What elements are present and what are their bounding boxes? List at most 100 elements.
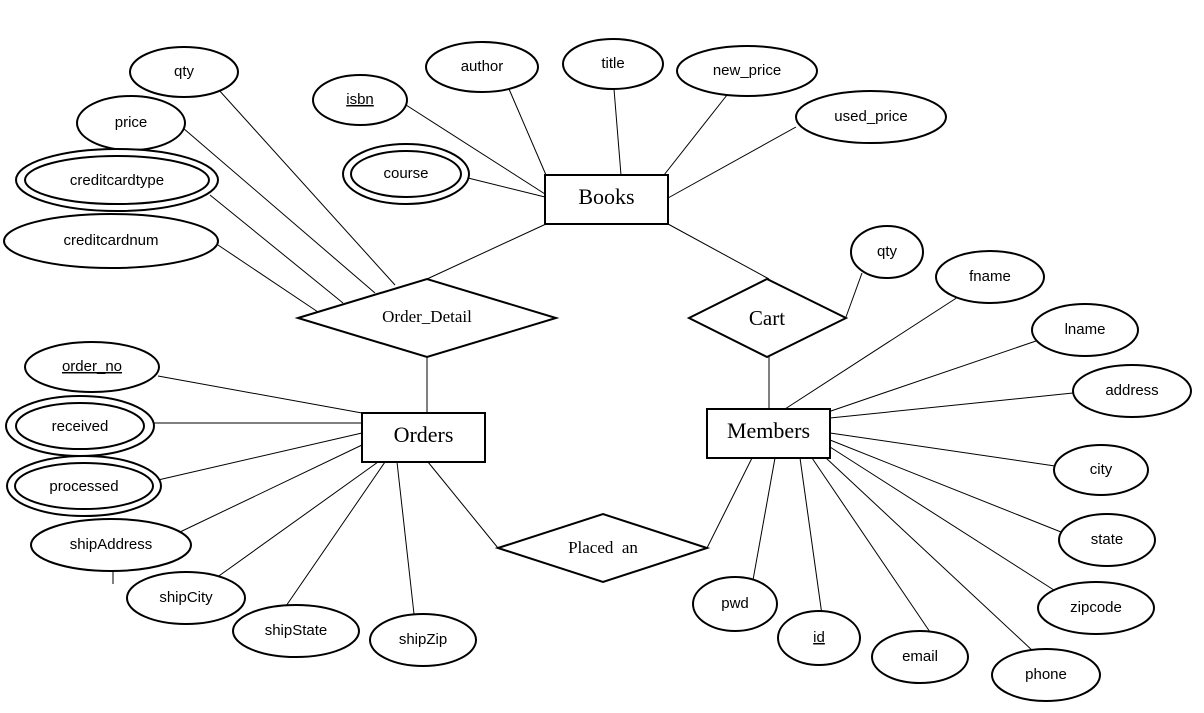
attribute-label: isbn: [346, 91, 374, 108]
attribute-label: phone: [1025, 666, 1067, 683]
attr-books-title: title: [562, 38, 664, 90]
attribute-oval: [312, 74, 408, 126]
attribute-label: id: [813, 629, 825, 646]
attr-members-state: state: [1058, 513, 1156, 567]
attribute-label: creditcardnum: [63, 232, 158, 249]
attribute-oval: [232, 604, 360, 658]
attribute-oval: [850, 225, 924, 279]
attribute-label: city: [1090, 461, 1113, 478]
line-orders-processed: [157, 432, 363, 481]
line-cart-qty: [845, 272, 863, 318]
line-od-price: [182, 127, 376, 294]
line-members-id: [799, 457, 823, 616]
attr-orders-ship-state: shipState: [232, 604, 360, 658]
attribute-oval: [3, 213, 219, 269]
line-members-city: [829, 432, 1056, 467]
attribute-label: shipState: [265, 622, 328, 639]
attribute-oval: [1058, 513, 1156, 567]
line-od-qty: [217, 88, 396, 286]
relationship-order-detail: Order_Detail: [294, 277, 560, 359]
attr-members-id: id: [777, 610, 861, 666]
attr-books-used-price: used_price: [795, 90, 947, 144]
relationship-placed-an: Placed an: [494, 512, 711, 584]
line-placed-an-members: [706, 457, 753, 549]
attribute-oval: [1053, 444, 1149, 496]
relationship-label: Order_Detail: [382, 307, 472, 326]
line-members-state: [829, 439, 1062, 533]
attr-books-author: author: [425, 41, 539, 93]
line-members-fname: [784, 296, 959, 410]
line-orders-ship-city: [215, 461, 379, 579]
line-books-order-detail: [426, 223, 547, 280]
attribute-label: shipAddress: [70, 536, 153, 553]
relationship-diamond: [294, 277, 560, 359]
attribute-oval: [935, 250, 1045, 304]
entity-label: Orders: [394, 422, 454, 447]
line-orders-order-no: [157, 375, 363, 414]
line-members-email: [811, 457, 931, 633]
attribute-oval: [24, 341, 160, 393]
line-members-zipcode: [829, 446, 1058, 593]
attr-orders-ship-zip: shipZip: [369, 613, 477, 667]
attribute-label: price: [115, 114, 148, 131]
relationship-diamond: [494, 512, 711, 584]
attribute-oval: [126, 571, 246, 625]
line-books-new-price: [663, 94, 728, 176]
line-od-creditcardnum: [217, 244, 319, 313]
relationship-cart: Cart: [686, 277, 849, 359]
attribute-label: received: [52, 418, 109, 435]
attr-cart-qty: qty: [850, 225, 924, 279]
entity-box: [361, 412, 486, 463]
attribute-oval-inner: [14, 462, 154, 510]
line-od-creditcardtype: [209, 194, 344, 304]
attribute-oval: [871, 630, 969, 684]
line-members-lname: [827, 340, 1037, 413]
attribute-oval: [991, 648, 1101, 702]
attribute-label: shipCity: [159, 589, 213, 606]
entity-box: [706, 408, 831, 459]
attribute-label: address: [1105, 382, 1158, 399]
attribute-label: processed: [49, 478, 118, 495]
attribute-label: creditcardtype: [70, 172, 164, 189]
entity-box: [544, 174, 669, 225]
relationship-label: Placed an: [568, 538, 638, 557]
line-orders-ship-state: [285, 461, 386, 607]
attribute-label: qty: [877, 243, 898, 260]
attr-orders-received: received: [5, 395, 155, 457]
attribute-oval: [1072, 364, 1192, 418]
attribute-oval: [795, 90, 947, 144]
entity-label: Books: [578, 184, 634, 209]
line-books-used-price: [667, 126, 797, 199]
attribute-label: pwd: [721, 595, 749, 612]
attribute-oval: [425, 41, 539, 93]
attr-books-isbn: isbn: [312, 74, 408, 126]
attribute-oval: [676, 45, 818, 97]
line-members-pwd: [752, 457, 776, 581]
attr-members-city: city: [1053, 444, 1149, 496]
entity-members: Members: [706, 408, 831, 459]
attr-orders-ship-address: shipAddress: [30, 518, 192, 572]
attribute-oval-inner: [350, 150, 462, 198]
attribute-oval: [1031, 303, 1139, 357]
attr-members-email: email: [871, 630, 969, 684]
attribute-label: fname: [969, 268, 1011, 285]
attribute-oval: [30, 518, 192, 572]
line-books-course: [467, 177, 546, 198]
attr-od-creditcardnum: creditcardnum: [3, 213, 219, 269]
attribute-label: used_price: [834, 108, 907, 125]
attribute-label: author: [461, 58, 504, 75]
line-books-author: [508, 88, 547, 176]
line-books-isbn: [405, 104, 546, 195]
attr-members-phone: phone: [991, 648, 1101, 702]
attribute-oval: [369, 613, 477, 667]
entity-label: Members: [727, 418, 810, 443]
line-books-title: [613, 88, 622, 176]
attribute-oval-inner: [15, 402, 145, 450]
attribute-label: new_price: [713, 62, 781, 79]
attribute-oval: [129, 46, 239, 98]
attribute-label: title: [601, 55, 624, 72]
line-members-address: [829, 392, 1074, 419]
attr-books-course: course: [342, 143, 470, 205]
line-members-phone: [825, 457, 1035, 653]
